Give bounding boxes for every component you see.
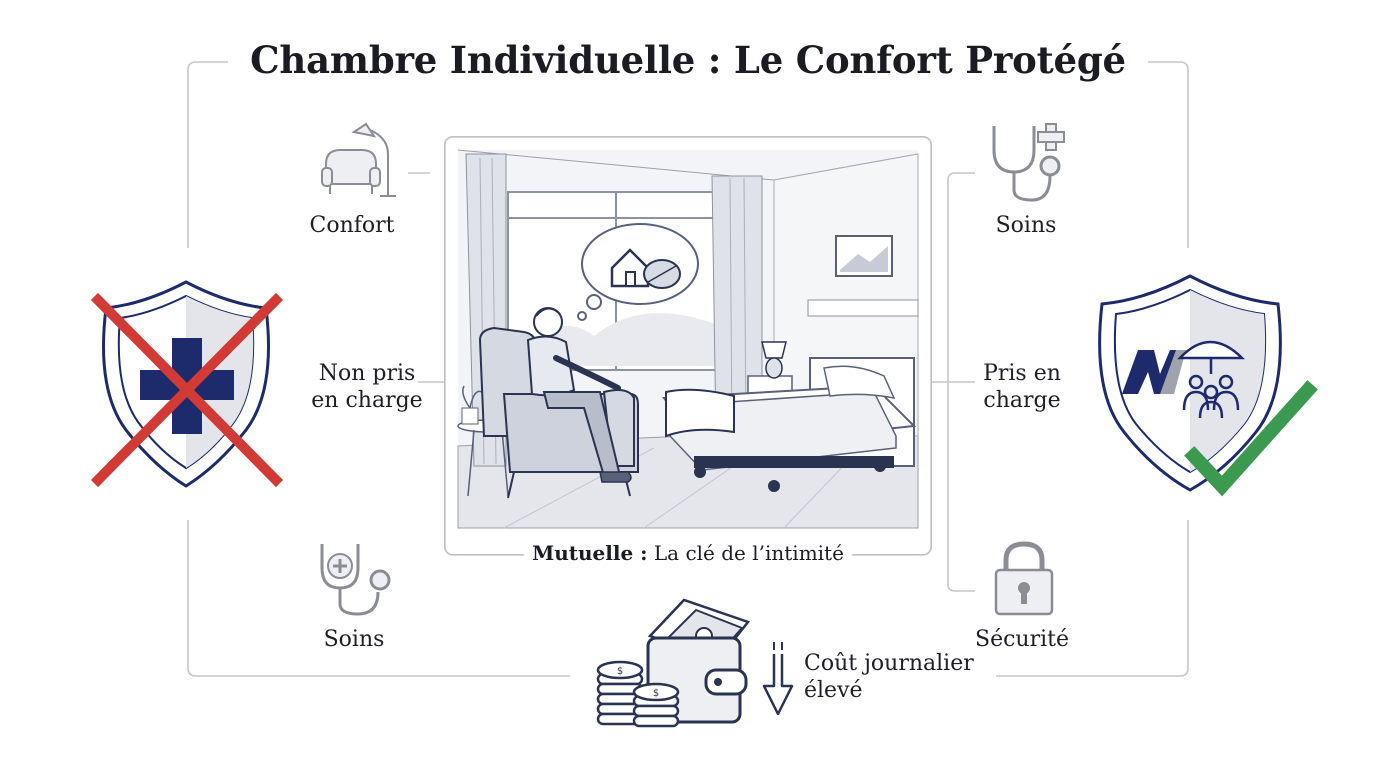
- room-illustration: [444, 136, 932, 556]
- mutuelle-shield-icon: [1098, 274, 1318, 497]
- label-confort: Confort: [309, 213, 395, 238]
- label-securite: Sécurité: [975, 627, 1069, 652]
- crossed-shield-icon: [90, 280, 284, 488]
- armchair-lamp-icon: [321, 122, 396, 197]
- caption-bold: Mutuelle :: [532, 541, 648, 565]
- label-soins-left: Soins: [323, 627, 385, 652]
- stethoscope-plus-icon: [320, 544, 391, 616]
- label-non-pris-en-charge: Non pris en charge: [311, 361, 423, 413]
- down-arrow-icon: [762, 642, 794, 716]
- wallet-coins-icon: $ $: [596, 598, 751, 728]
- padlock-icon: [994, 541, 1054, 616]
- stethoscope-plus-icon: [992, 123, 1065, 202]
- check-icon: [1184, 380, 1318, 497]
- illustration-caption: Mutuelle : La clé de l’intimité: [444, 541, 932, 565]
- page-title: Chambre Individuelle : Le Confort Protég…: [0, 38, 1376, 82]
- label-cout-journalier: Coût journalier élevé: [804, 651, 974, 703]
- svg-text:$: $: [653, 688, 659, 699]
- label-soins-right: Soins: [995, 213, 1057, 238]
- caption-rest: La clé de l’intimité: [653, 541, 844, 565]
- svg-text:$: $: [617, 666, 623, 677]
- label-pris-en-charge: Pris en charge: [983, 361, 1061, 413]
